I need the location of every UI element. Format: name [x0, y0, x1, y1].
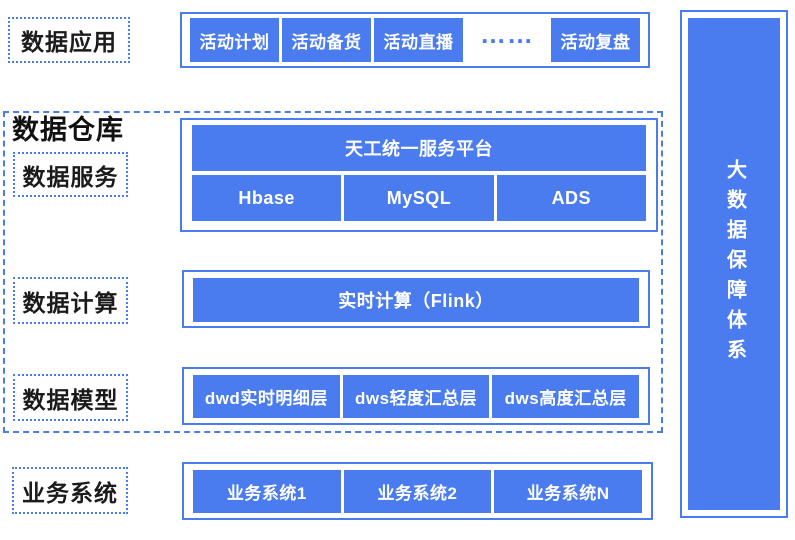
- label-data-service: 数据服务: [13, 152, 128, 197]
- layer-box-dwd: dwd实时明细层: [193, 374, 340, 418]
- warehouse-dashed-container: [3, 111, 663, 433]
- platform-box: 天工统一服务平台: [192, 125, 646, 171]
- store-box-hbase: Hbase: [192, 175, 342, 221]
- service-section-container: 天工统一服务平台 Hbase MySQL ADS: [180, 118, 658, 232]
- app-box-activity-plan: 活动计划: [190, 18, 279, 62]
- model-section-container: dwd实时明细层 dws轻度汇总层 dws高度汇总层: [182, 367, 650, 425]
- guarantee-panel-container: 大数据保障体系: [680, 10, 788, 518]
- application-row-container: 活动计划 活动备货 活动直播 …… 活动复盘: [180, 12, 650, 68]
- label-data-warehouse: 数据仓库: [12, 115, 124, 145]
- system-box-1: 业务系统1: [193, 469, 341, 513]
- engine-box-flink: 实时计算（Flink）: [193, 278, 639, 322]
- layer-box-dws-light: dws轻度汇总层: [342, 374, 490, 418]
- app-box-activity-review: 活动复盘: [551, 18, 640, 62]
- store-box-mysql: MySQL: [344, 175, 494, 221]
- system-box-n: 业务系统N: [494, 469, 643, 513]
- system-box-2: 业务系统2: [343, 469, 492, 513]
- business-section-container: 业务系统1 业务系统2 业务系统N: [182, 462, 653, 520]
- guarantee-panel-fill: 大数据保障体系: [688, 18, 780, 510]
- stores-row: Hbase MySQL ADS: [192, 175, 646, 221]
- app-box-activity-live: 活动直播: [374, 18, 463, 62]
- label-data-model: 数据模型: [13, 374, 128, 421]
- label-data-compute: 数据计算: [13, 277, 128, 324]
- label-data-application: 数据应用: [8, 17, 130, 63]
- app-box-activity-stock: 活动备货: [282, 18, 371, 62]
- label-business-system: 业务系统: [12, 467, 128, 514]
- compute-section-container: 实时计算（Flink）: [182, 270, 650, 328]
- guarantee-panel-title: 大数据保障体系: [723, 159, 746, 369]
- layer-box-dws-high: dws高度汇总层: [492, 374, 640, 418]
- store-box-ads: ADS: [496, 175, 646, 221]
